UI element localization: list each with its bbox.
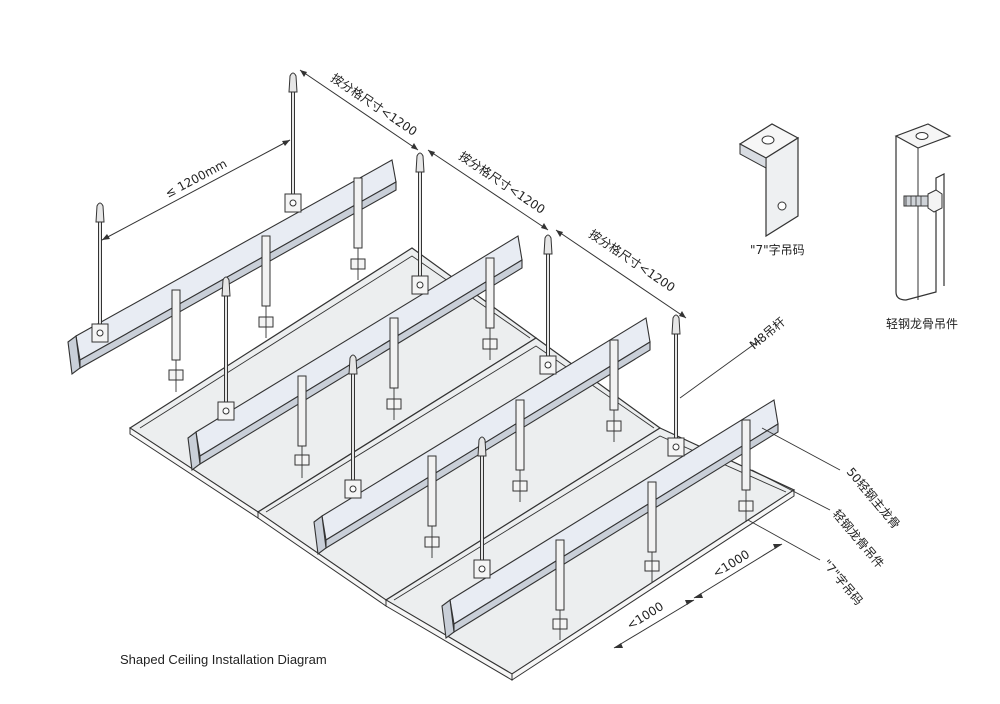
main-keel-1 <box>67 159 397 376</box>
hanger-rod-7 <box>473 436 491 579</box>
hanger-rod-3 <box>217 276 235 421</box>
leader-keel-hanger <box>751 469 831 511</box>
label-dim-1200mm: ≤ 1200mm <box>163 156 229 200</box>
keel-hanger-set-1 <box>168 177 366 392</box>
keel-hanger-set-4 <box>552 419 754 640</box>
label-dim-1000-a: <1000 <box>624 599 666 632</box>
keel-hangers <box>168 177 754 640</box>
main-keel-2 <box>187 235 523 472</box>
label-seven-clip: "7"字吊码 <box>820 556 867 608</box>
label-keel-hanger: 轻钢龙骨吊件 <box>830 507 887 571</box>
keel-hanger-set-3 <box>424 339 622 558</box>
label-grid-spacing-1: 按分格尺寸<1200 <box>328 70 420 139</box>
leader-rod <box>679 339 761 399</box>
leader-main-keel <box>761 427 841 471</box>
hanger-rod-1 <box>91 202 109 343</box>
seven-clip-detail: "7"字吊码 <box>738 123 805 257</box>
label-m8-rod: M8吊杆 <box>747 315 788 353</box>
hanger-rod-4 <box>411 152 429 295</box>
hanger-rod-8 <box>667 314 685 457</box>
hanger-rod-2 <box>284 72 302 213</box>
keel-hanger-set-2 <box>294 257 498 478</box>
keel-hanger-detail-title: 轻钢龙骨吊件 <box>886 317 958 331</box>
dimension-lines <box>101 69 841 649</box>
main-keels <box>67 159 779 640</box>
seven-clip-detail-title: "7"字吊码 <box>750 242 805 257</box>
hanger-rod-5 <box>344 354 362 499</box>
label-grid-spacing-2: 按分格尺寸<1200 <box>456 148 548 217</box>
diagram-caption: Shaped Ceiling Installation Diagram <box>120 652 327 667</box>
keel-hanger-detail: 轻钢龙骨吊件 <box>886 123 958 331</box>
hanger-rods <box>91 72 685 579</box>
hanger-rod-6 <box>539 234 557 375</box>
leader-seven-clip <box>747 519 821 561</box>
main-keel-3 <box>313 317 651 556</box>
ceiling-panel-3-rim-right <box>511 489 795 681</box>
main-keel-4 <box>441 399 779 640</box>
